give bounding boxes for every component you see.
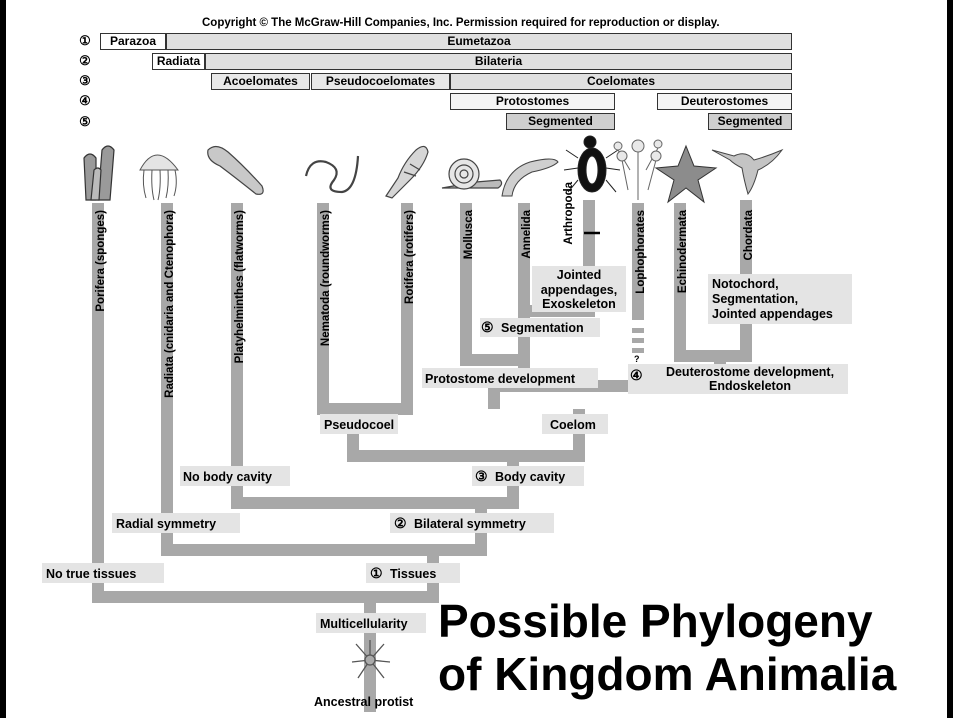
starfish-icon — [656, 146, 716, 202]
char-notochord-1: Notochord, — [712, 277, 779, 291]
taxon-porifera: Porifera (sponges) — [95, 210, 107, 312]
lophophorate-dashes — [632, 328, 644, 353]
char-notochord-3: Jointed appendages — [712, 307, 833, 321]
sponge-icon — [84, 146, 114, 200]
char-deuterostome-1: Deuterostome development, — [666, 365, 834, 379]
jellyfish-icon — [140, 155, 178, 200]
char-body-cavity-number: ③ — [475, 468, 488, 484]
char-segmentation: Segmentation — [501, 321, 584, 335]
flatworm-icon — [208, 146, 263, 194]
taxon-platyhelminthes: Platyhelminthes (flatworms) — [234, 210, 246, 364]
char-radial-symmetry: Radial symmetry — [116, 517, 216, 531]
char-pseudocoel: Pseudocoel — [324, 418, 394, 432]
char-no-true-tissues: No true tissues — [46, 567, 136, 581]
char-tissues: Tissues — [390, 567, 436, 581]
taxon-chordata: Chordata — [743, 209, 755, 260]
taxon-rotifera: Rotifera (rotifers) — [404, 210, 416, 304]
title-line-2: of Kingdom Animalia — [438, 650, 896, 698]
char-multicellularity: Multicellularity — [320, 617, 408, 631]
char-segmentation-number: ⑤ — [481, 319, 494, 335]
snail-icon — [442, 159, 502, 189]
earthworm-icon — [502, 159, 558, 196]
char-jointed-3: Exoskeleton — [542, 297, 616, 311]
char-no-body-cavity: No body cavity — [183, 470, 272, 484]
char-bilateral-number: ② — [394, 515, 407, 531]
char-jointed-1: Jointed — [557, 268, 601, 282]
char-coelom: Coelom — [550, 418, 596, 432]
taxon-echinodermata: Echinodermata — [677, 209, 689, 293]
lophophorate-icon — [614, 140, 662, 200]
char-tissues-number: ① — [370, 565, 383, 581]
roundworm-icon — [306, 156, 358, 192]
taxon-nematoda: Nematoda (roundworms) — [320, 210, 332, 346]
title-line-1: Possible Phylogeny — [438, 597, 873, 645]
char-protostome-development: Protostome development — [425, 372, 576, 386]
char-notochord-2: Segmentation, — [712, 292, 798, 306]
taxon-annelida: Annelida — [521, 209, 533, 258]
char-deuterostome-2: Endoskeleton — [709, 379, 791, 393]
taxon-radiata: Radiata (cnidaria and Ctenophora) — [164, 210, 176, 398]
taxon-lophophorates: Lophophorates — [635, 210, 647, 294]
char-deuterostome-number: ④ — [630, 367, 643, 383]
rotifer-icon — [386, 146, 428, 198]
slide: Copyright © The McGraw-Hill Companies, I… — [6, 0, 947, 718]
hummingbird-icon — [712, 150, 782, 194]
char-bilateral-symmetry: Bilateral symmetry — [414, 517, 526, 531]
char-body-cavity: Body cavity — [495, 470, 565, 484]
char-ancestral-protist: Ancestral protist — [314, 695, 414, 709]
taxon-mollusca: Mollusca — [463, 209, 475, 259]
char-jointed-2: appendages, — [541, 283, 617, 297]
taxon-arthropoda: Arthropoda — [563, 181, 575, 244]
char-question-mark: ? — [634, 354, 640, 364]
